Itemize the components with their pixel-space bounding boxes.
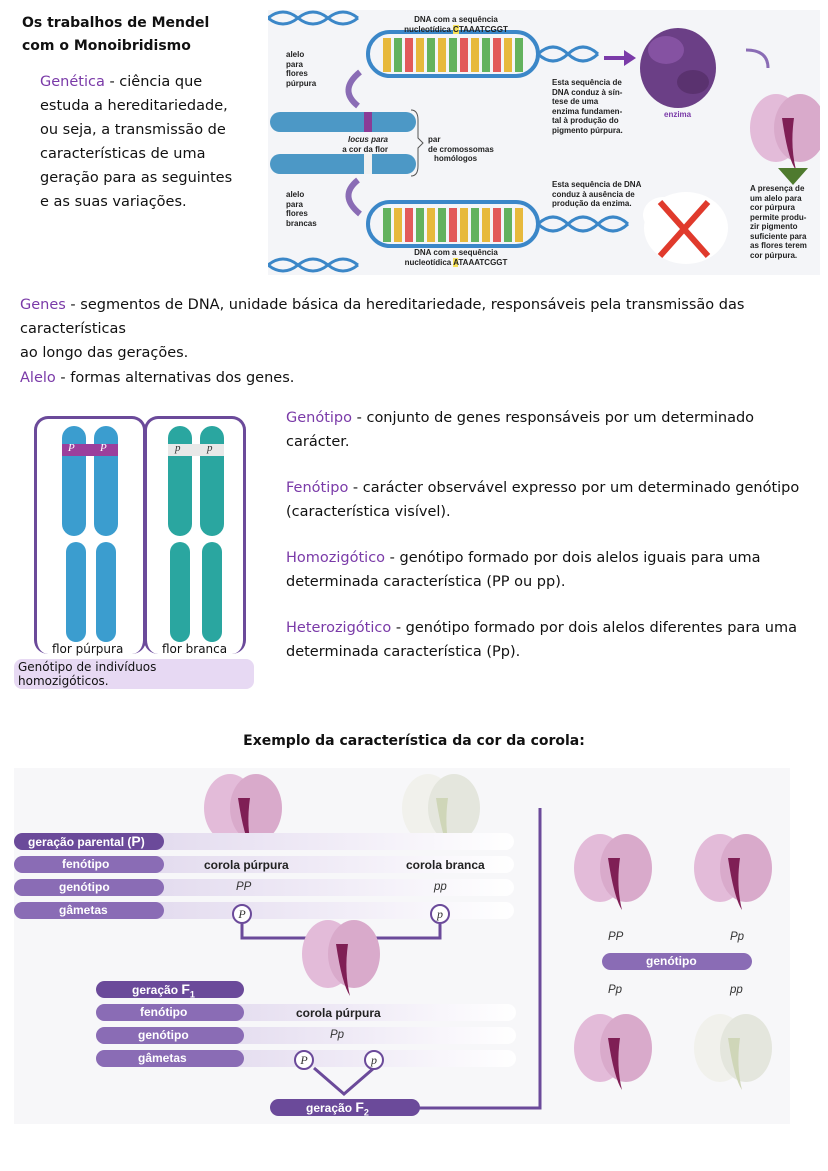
genotipo-row-label: genótipo <box>14 879 164 896</box>
white-flower-label: flor branca <box>162 642 228 656</box>
parental-generation-label: geração parental (P) <box>14 833 164 850</box>
heterozigotico-definition: Heterozigótico - genótipo formado por do… <box>286 620 797 636</box>
chromosome-figure: P P p p flor púrpura flor branca Genótip… <box>14 412 254 689</box>
f1-genotipo-label: genótipo <box>96 1027 244 1044</box>
homozigotico-definition: Homozigótico - genótipo formado por dois… <box>286 550 761 566</box>
f2-genotype-4: pp <box>730 984 743 996</box>
allele-p-left: p <box>175 442 181 454</box>
purple-flower-icon <box>750 94 820 185</box>
f1-gametas-label: gâmetas <box>96 1050 244 1067</box>
f2-genotype-3: Pp <box>608 984 623 996</box>
purple-flower-icon <box>694 834 772 910</box>
f2-genotype-2: Pp <box>730 931 745 943</box>
dna-figure: DNA com a sequência nucleotídica CTAAATC… <box>268 10 820 275</box>
parental-purple-genotype: PP <box>236 881 252 893</box>
page-title: Os trabalhos de Mendel com o Monoibridis… <box>22 15 210 54</box>
alelo-definition: Alelo - formas alternativas dos genes. <box>20 370 295 386</box>
f1-fenotipo-label: fenótipo <box>96 1004 244 1021</box>
f2-genotype-1: PP <box>608 931 624 943</box>
f1-genotype: Pp <box>330 1029 345 1041</box>
cross-diagram: geração parental (P) fenótipo genótipo g… <box>14 768 790 1124</box>
f2-genotipo-label: genótipo <box>602 953 752 970</box>
f2-generation-label: geração F2 <box>270 1099 420 1117</box>
allele-p-right: p <box>207 442 213 454</box>
allele-P-right: P <box>100 442 107 454</box>
chromosome-pair <box>270 112 416 174</box>
cross-lines <box>240 808 542 1110</box>
enzyme-blob <box>640 28 716 108</box>
allele-P-left: P <box>68 442 75 454</box>
purple-flower-icon <box>302 920 380 996</box>
top-seq-caption: DNA com a sequência nucleotídica CTAAATC… <box>404 15 508 34</box>
fenotipo-definition: Fenótipo - carácter observável expresso … <box>286 480 800 496</box>
enzyme-label: enzima <box>664 110 692 119</box>
purple-flower-icon <box>204 774 282 850</box>
parental-white-phenotype: corola branca <box>406 858 485 872</box>
f1-gamete-P: P <box>294 1050 314 1070</box>
dna-illustration <box>268 10 820 273</box>
f1-gamete-p: p <box>364 1050 384 1070</box>
chromosome-caption: Genótipo de indivíduos homozigóticos. <box>14 659 254 689</box>
bottom-seq-caption: DNA com a sequência nucleotídica ATAAATC… <box>404 248 508 267</box>
example-title: Exemplo da característica da cor da coro… <box>243 733 585 749</box>
no-enzyme-cloud <box>643 192 728 264</box>
chromosomes-illustration <box>62 426 224 642</box>
purple-flower-icon <box>574 1014 652 1090</box>
genotipo-definition: Genótipo - conjunto de genes responsávei… <box>286 410 755 450</box>
f1-phenotype: corola púrpura <box>296 1006 381 1020</box>
white-chromosome-box <box>144 416 246 654</box>
white-flower-icon <box>402 774 480 850</box>
dna-helix-top <box>268 10 600 78</box>
parental-white-genotype: pp <box>434 881 447 893</box>
dna-helix-bottom <box>268 200 630 273</box>
genetica-definition: Genética - ciência que estuda a heredita… <box>40 74 233 210</box>
gametas-row-label: gâmetas <box>14 902 164 919</box>
f1-generation-label: geração F1 <box>96 981 244 999</box>
definitions: Genótipo - conjunto de genes responsávei… <box>286 406 816 664</box>
gamete-p: p <box>430 904 450 924</box>
genes-definition: Genes - segmentos de DNA, unidade básica… <box>20 297 745 361</box>
fenotipo-row-label: fenótipo <box>14 856 164 873</box>
white-flower-icon <box>694 1014 772 1090</box>
genetica-term: Genética <box>40 74 105 90</box>
purple-flower-icon <box>574 834 652 910</box>
gamete-P: P <box>232 904 252 924</box>
purple-flower-label: flor púrpura <box>52 642 124 656</box>
cross-flowers <box>204 774 772 1090</box>
parental-purple-phenotype: corola púrpura <box>204 858 289 872</box>
